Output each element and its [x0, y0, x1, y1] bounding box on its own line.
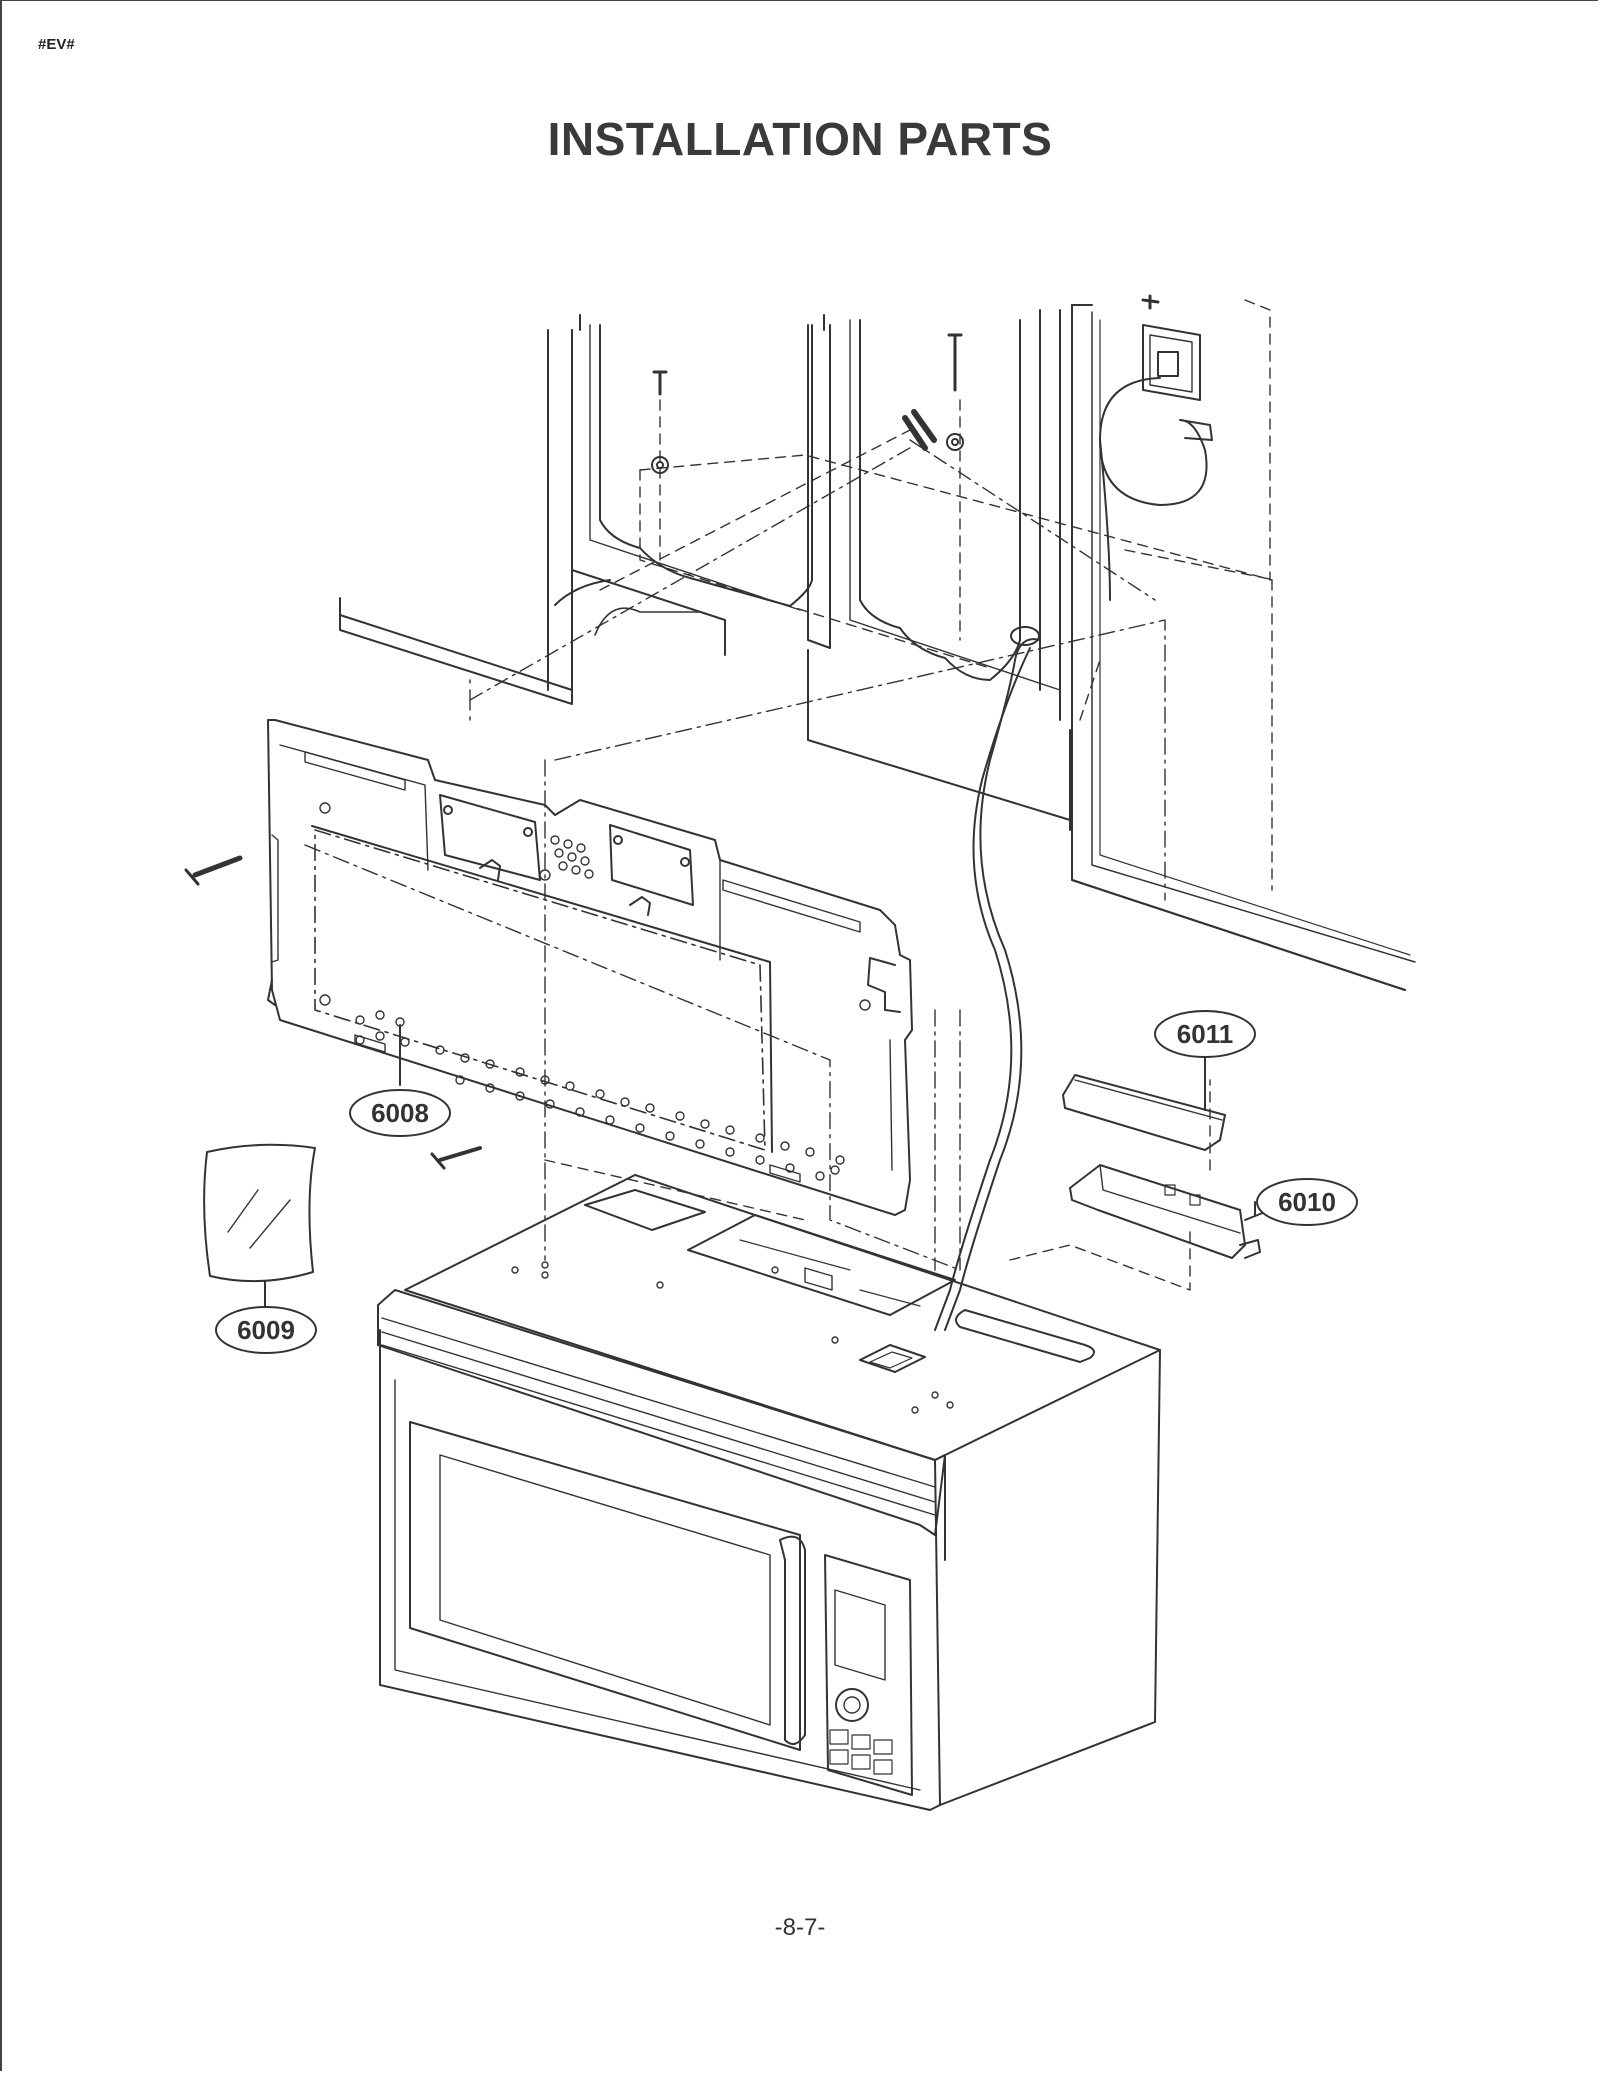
microwave [377, 1174, 1161, 1811]
callout-6008-label: 6008 [371, 1098, 429, 1128]
callout-6008: 6008 [349, 1024, 451, 1137]
callout-6011-label: 6011 [1177, 1019, 1233, 1049]
plate-screws [184, 855, 482, 1170]
page-number: -8-7- [774, 1914, 826, 1941]
power-outlet [1099, 324, 1213, 601]
mounting-plate [267, 719, 913, 1216]
cabinet-screws [651, 294, 1160, 474]
part-6010-bracket [1069, 1164, 1266, 1259]
cabinets [339, 304, 1416, 991]
callout-6011: 6011 [1154, 1010, 1256, 1096]
page-title: INSTALLATION PARTS [547, 113, 1053, 165]
callout-6010-label: 6010 [1278, 1187, 1336, 1217]
header-tag: #EV# [38, 36, 75, 53]
part-6011-bar [1062, 1074, 1226, 1151]
power-cord [934, 626, 1041, 1331]
callout-6009-label: 6009 [237, 1315, 295, 1345]
callout-6009: 6009 [215, 1306, 317, 1354]
part-6009-bag [203, 1143, 316, 1311]
callout-6010: 6010 [1254, 1178, 1358, 1226]
guide-lines [304, 299, 1276, 1291]
